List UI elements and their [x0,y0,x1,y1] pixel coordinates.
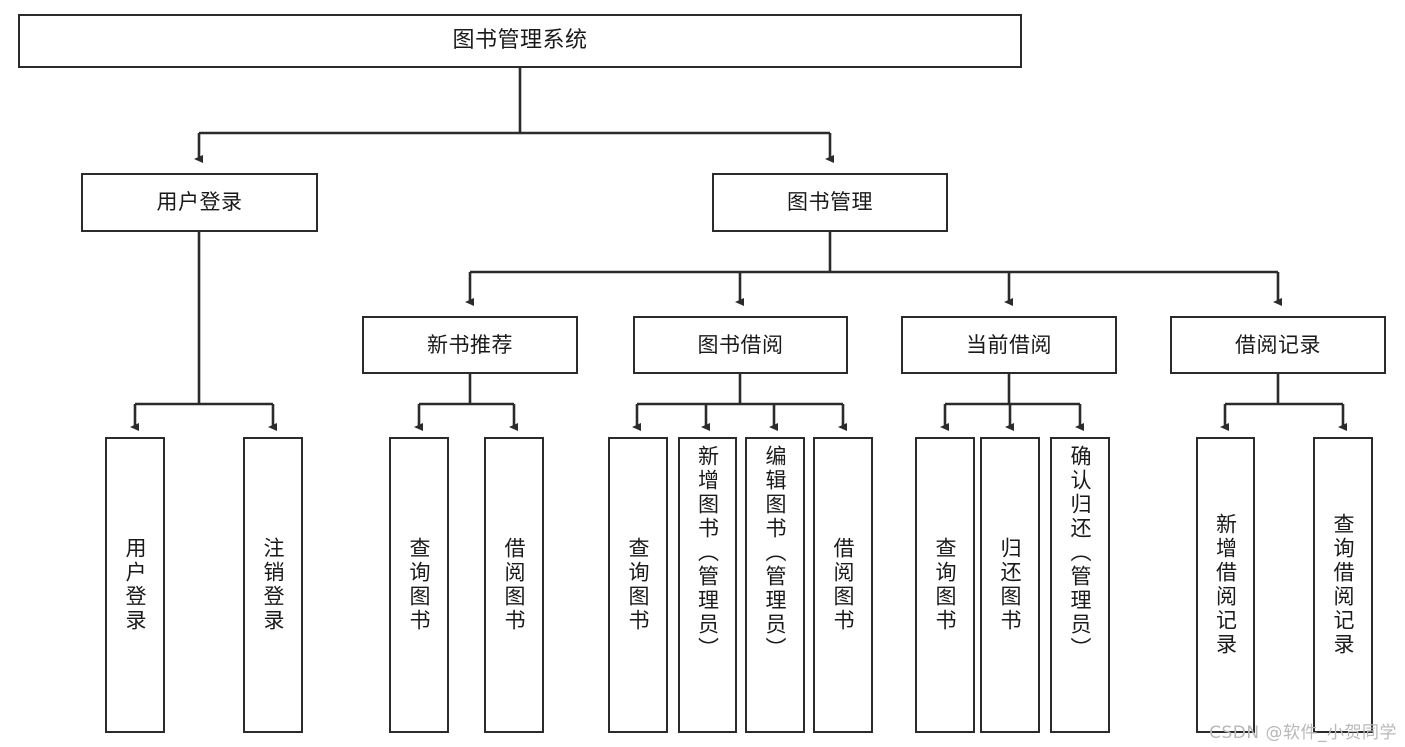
node-leaf-return-book[interactable]: 归还图书 [980,437,1040,733]
node-leaf-borrow-book-2-label: 借阅图书 [831,537,856,633]
node-leaf-add-book-label: 新增图书（管理员） [695,445,720,661]
node-leaf-edit-book[interactable]: 编辑图书（管理员） [745,437,805,733]
node-leaf-query-record[interactable]: 查询借阅记录 [1313,437,1373,733]
node-book-management-label: 图书管理 [787,190,873,215]
node-leaf-add-record-label: 新增借阅记录 [1213,513,1238,657]
node-current-borrow-label: 当前借阅 [966,332,1052,357]
node-root[interactable]: 图书管理系统 [18,14,1022,68]
node-book-management[interactable]: 图书管理 [712,173,948,232]
node-book-borrow-label: 图书借阅 [697,332,784,357]
node-leaf-user-logout[interactable]: 注销登录 [243,437,303,733]
node-leaf-user-login-label: 用户登录 [123,537,148,633]
node-leaf-query-book-3[interactable]: 查询图书 [915,437,975,733]
node-leaf-user-login[interactable]: 用户登录 [105,437,165,733]
node-borrow-record[interactable]: 借阅记录 [1170,316,1386,374]
node-leaf-query-book-3-label: 查询图书 [933,537,958,633]
node-leaf-edit-book-label: 编辑图书（管理员） [763,445,788,661]
node-root-label: 图书管理系统 [452,28,588,54]
node-new-book-recommend[interactable]: 新书推荐 [362,316,578,374]
node-user-login[interactable]: 用户登录 [81,173,318,232]
node-leaf-add-record[interactable]: 新增借阅记录 [1196,437,1255,733]
node-user-login-label: 用户登录 [156,190,243,215]
node-borrow-record-label: 借阅记录 [1235,332,1321,357]
node-leaf-return-book-label: 归还图书 [998,537,1023,633]
node-leaf-query-book-1-label: 查询图书 [407,537,432,633]
node-new-book-recommend-label: 新书推荐 [427,332,513,357]
node-book-borrow[interactable]: 图书借阅 [633,316,848,374]
node-leaf-borrow-book-1-label: 借阅图书 [502,537,527,633]
csdn-watermark: CSDN @软件_小贺同学 [1209,723,1397,743]
node-leaf-user-logout-label: 注销登录 [261,537,286,633]
node-leaf-query-book-1[interactable]: 查询图书 [389,437,449,733]
node-leaf-query-record-label: 查询借阅记录 [1331,513,1356,657]
node-leaf-query-book-2-label: 查询图书 [626,537,651,633]
node-leaf-confirm-return-label: 确认归还（管理员） [1068,445,1093,661]
node-leaf-add-book[interactable]: 新增图书（管理员） [678,437,737,733]
node-leaf-confirm-return[interactable]: 确认归还（管理员） [1050,437,1110,733]
node-leaf-borrow-book-2[interactable]: 借阅图书 [813,437,873,733]
node-current-borrow[interactable]: 当前借阅 [901,316,1117,374]
node-leaf-borrow-book-1[interactable]: 借阅图书 [484,437,544,733]
node-leaf-query-book-2[interactable]: 查询图书 [608,437,668,733]
